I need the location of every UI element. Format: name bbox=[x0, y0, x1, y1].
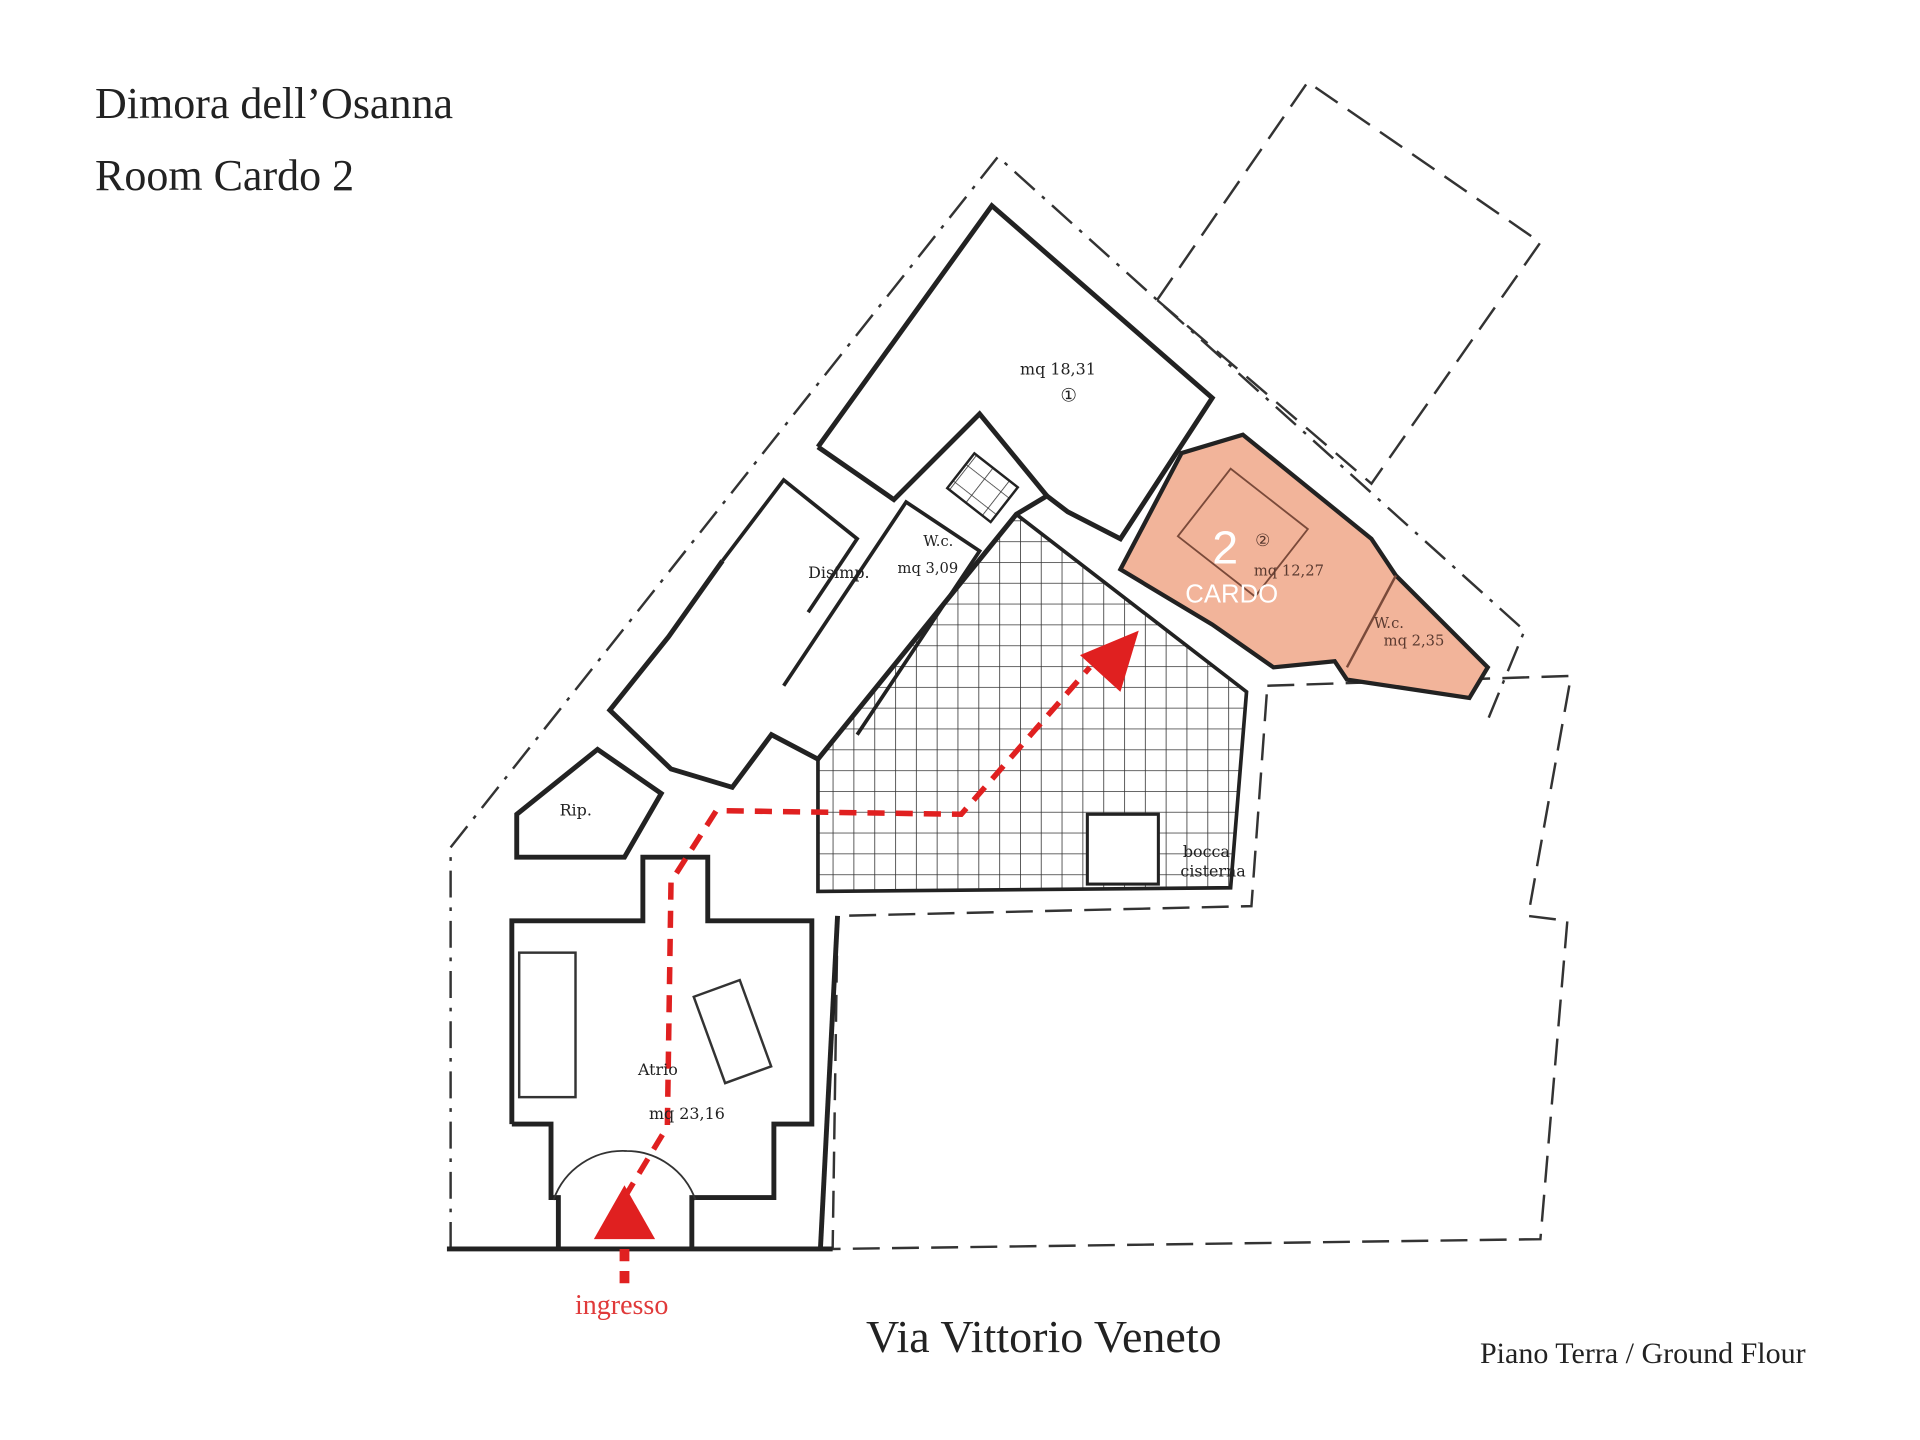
floor-label: Piano Terra / Ground Flour bbox=[1480, 1337, 1806, 1370]
entrance-label: ingresso bbox=[575, 1290, 669, 1321]
cisterna-line2: cisterna bbox=[1180, 862, 1246, 881]
storage-rip bbox=[514, 746, 665, 860]
destination-arrow-icon bbox=[1080, 630, 1139, 692]
room-cardo-2-highlight bbox=[1117, 432, 1491, 701]
atrio-area: mq 23,16 bbox=[649, 1104, 725, 1123]
entrance-arrow-icon bbox=[593, 1185, 656, 1240]
room-title: Room Cardo 2 bbox=[95, 151, 355, 200]
atrio-walls bbox=[509, 854, 815, 1249]
cardo-big-number: 2 bbox=[1212, 521, 1238, 573]
room1-area: mq 18,31 bbox=[1020, 360, 1096, 379]
atrio-name: Atrio bbox=[637, 1060, 678, 1079]
room1-number: ① bbox=[1060, 386, 1076, 407]
cisterna-line1: bocca bbox=[1183, 842, 1231, 861]
property-boundary bbox=[449, 154, 1526, 1249]
adjacent-lot-right bbox=[831, 674, 1573, 1251]
street-name: Via Vittorio Veneto bbox=[866, 1311, 1222, 1362]
property-title: Dimora dell’Osanna bbox=[95, 79, 453, 128]
cistern bbox=[1085, 812, 1160, 886]
wc1-area: mq 3,09 bbox=[898, 560, 959, 577]
disimp-label: Disimp. bbox=[808, 563, 869, 582]
cardo-area: mq 12,27 bbox=[1254, 563, 1324, 580]
entrance-route bbox=[622, 665, 1092, 1199]
wc2-name: W.c. bbox=[1374, 615, 1404, 632]
adjacent-lot-top bbox=[1155, 80, 1543, 486]
wc2-area: mq 2,35 bbox=[1384, 632, 1445, 649]
cardo-number: ② bbox=[1255, 531, 1270, 551]
wc1-name: W.c. bbox=[923, 533, 953, 550]
building-walls bbox=[606, 202, 1216, 791]
cardo-name: CARDO bbox=[1185, 580, 1278, 608]
rip-label: Rip. bbox=[560, 801, 592, 820]
